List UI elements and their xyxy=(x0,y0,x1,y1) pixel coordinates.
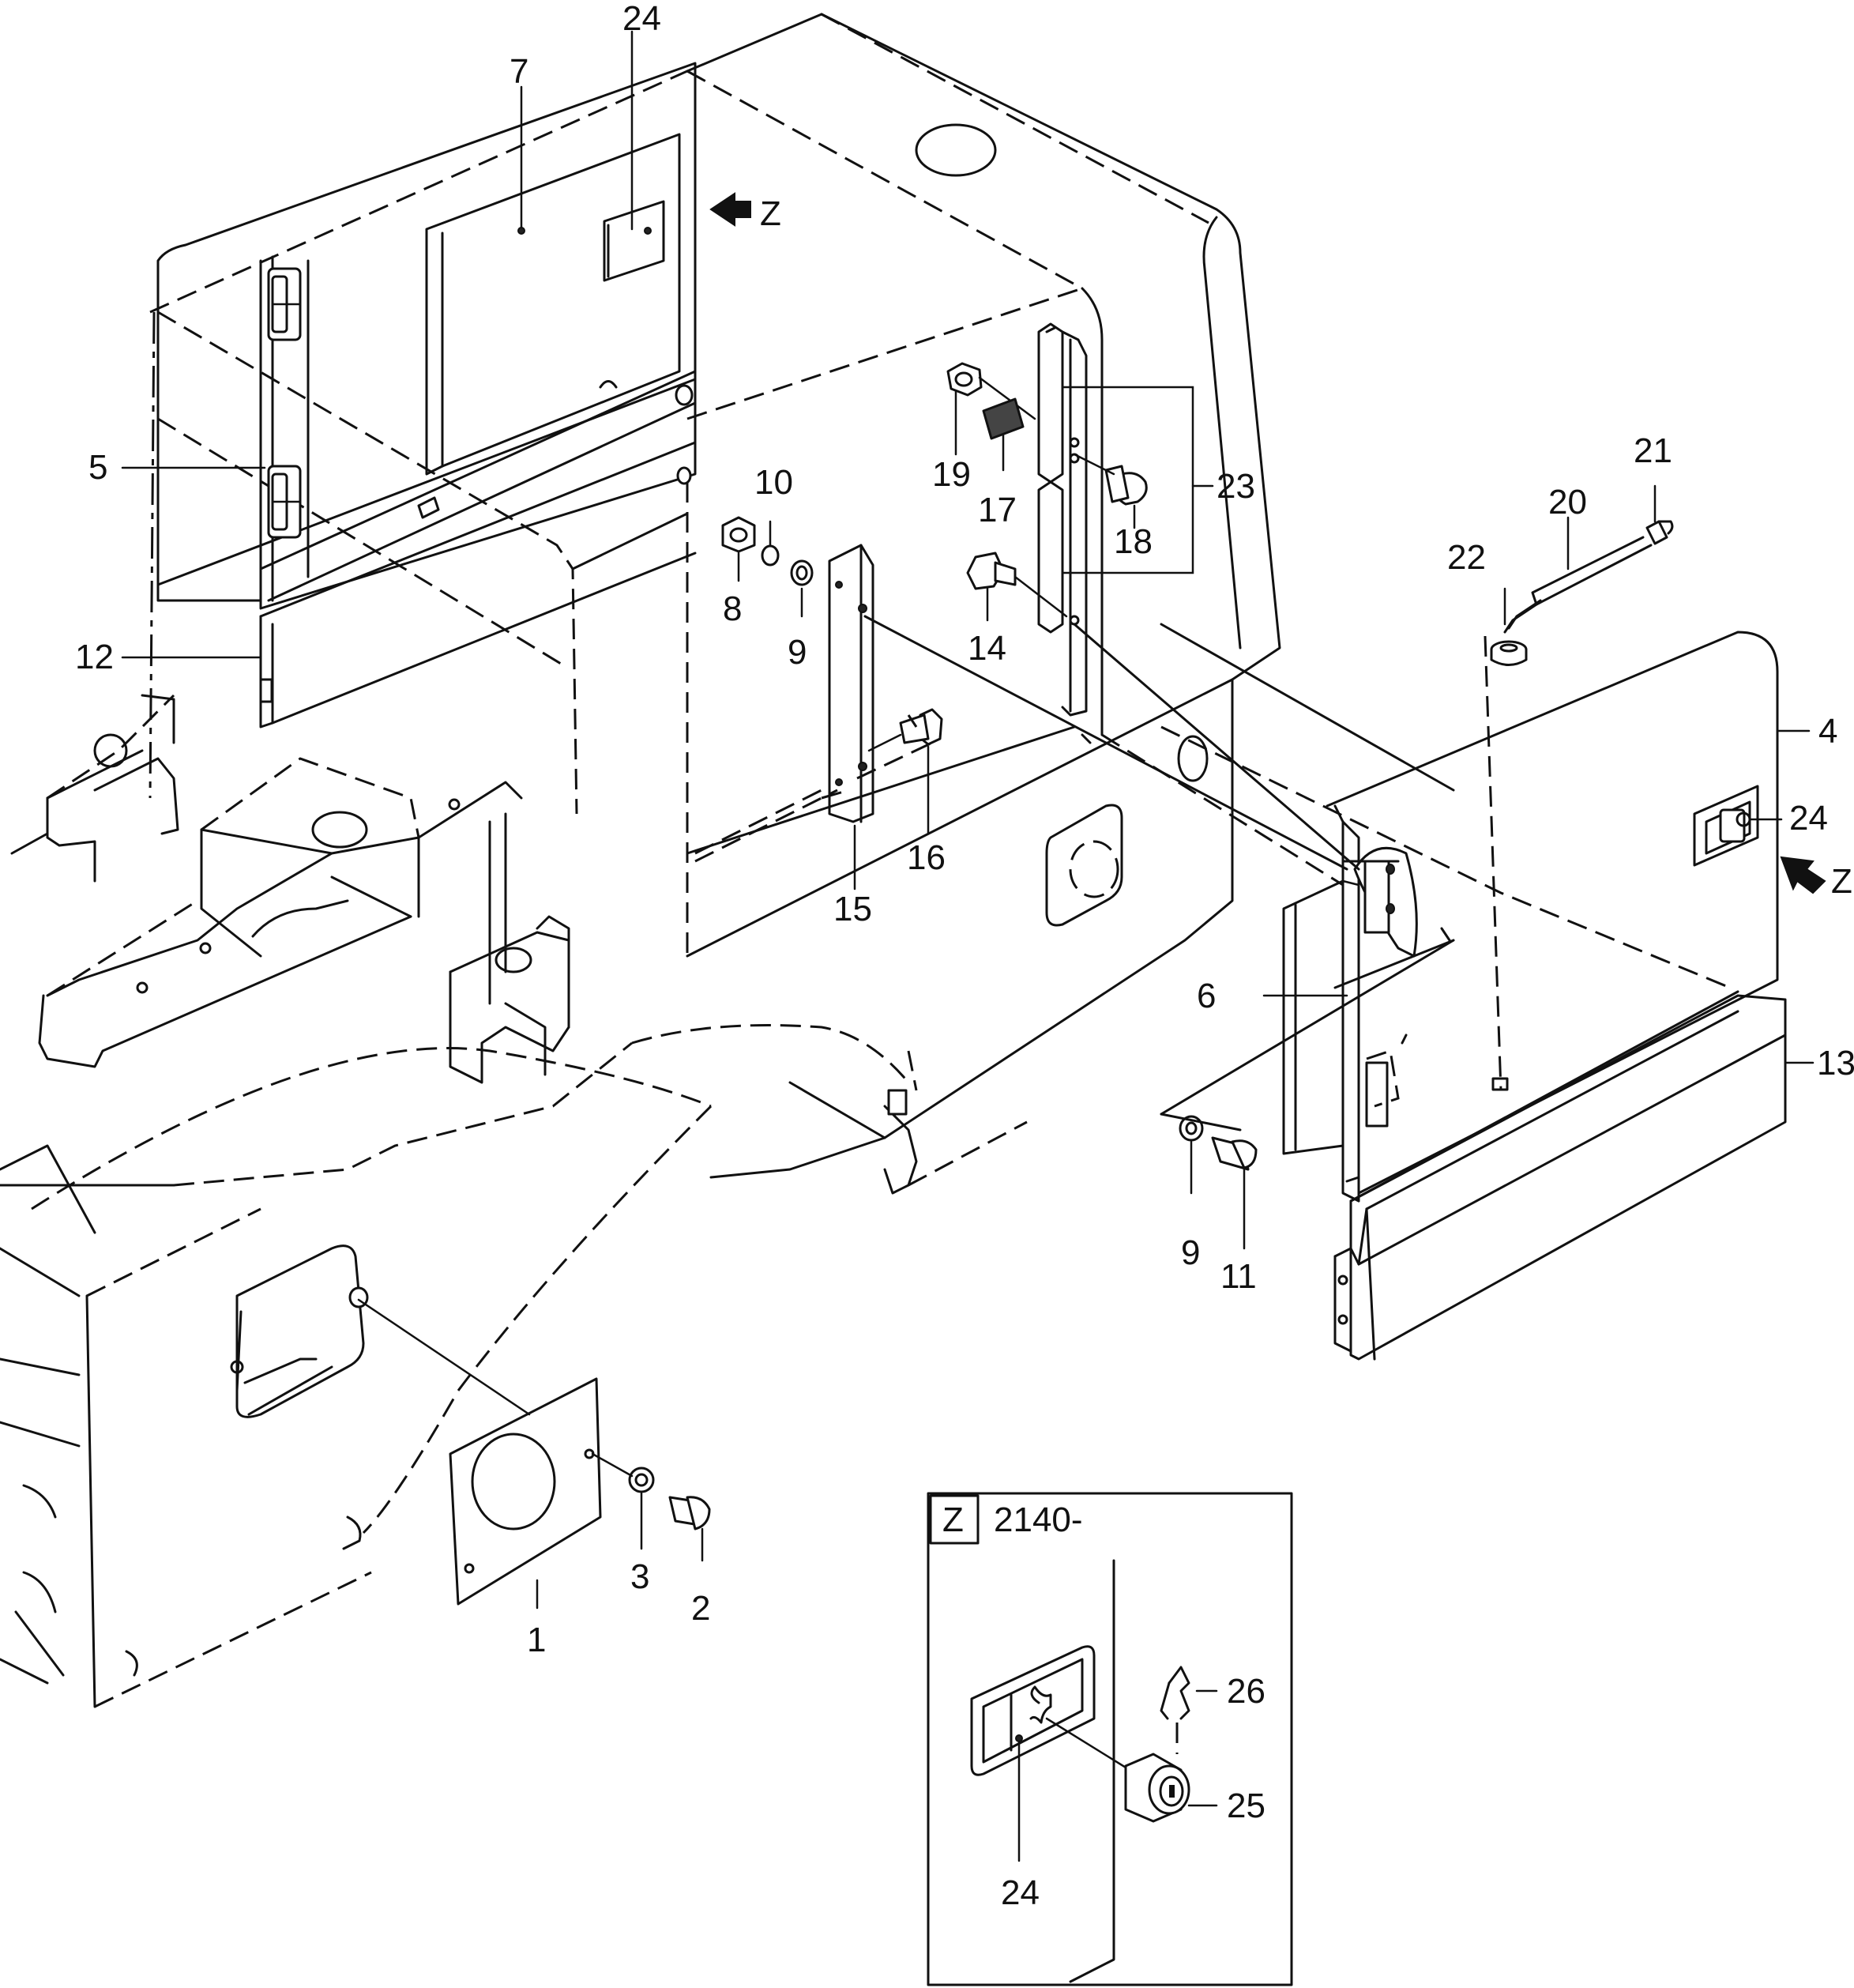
spring-clip xyxy=(1160,1666,1190,1754)
nut-19 xyxy=(946,362,1036,420)
callout-labels: 24 7 Z 5 12 10 8 9 19 17 18 23 14 16 15 … xyxy=(75,0,1854,1912)
side-door-panel xyxy=(1326,631,1779,1203)
callout-24-right: 24 xyxy=(1789,799,1828,838)
callout-18: 18 xyxy=(1114,522,1153,561)
bottom-beam xyxy=(1333,990,1787,1361)
hinge-bar xyxy=(694,544,874,863)
callout-4: 4 xyxy=(1818,712,1837,751)
callout-23: 23 xyxy=(1217,467,1255,506)
callout-6: 6 xyxy=(1197,977,1216,1015)
frame-housing xyxy=(149,13,1281,1179)
callout-5: 5 xyxy=(88,448,107,487)
callout-1: 1 xyxy=(527,1621,546,1659)
shim-plate-17 xyxy=(982,397,1025,440)
assembly-lines xyxy=(694,615,1731,1131)
rod-20 xyxy=(1503,536,1653,634)
bolt-18 xyxy=(1073,453,1148,506)
callout-22: 22 xyxy=(1447,538,1486,577)
callout-9-left: 9 xyxy=(788,633,807,672)
hinge-assembly xyxy=(1037,322,1088,717)
callout-7: 7 xyxy=(510,52,528,91)
grommet-22 xyxy=(1490,640,1528,666)
callout-9-right: 9 xyxy=(1181,1233,1200,1272)
callout-12: 12 xyxy=(75,638,114,676)
lock-cylinder xyxy=(1124,1753,1190,1823)
view-arrow-z2 xyxy=(1780,856,1826,894)
callout-20: 20 xyxy=(1548,483,1587,521)
lower-frame xyxy=(0,694,1028,1708)
bolt-14 xyxy=(966,552,1068,618)
bolt-16 xyxy=(867,708,943,752)
lock-washer-10 xyxy=(761,544,780,567)
callout-24-detail: 24 xyxy=(1001,1873,1040,1912)
seal-strip xyxy=(1282,879,1360,1155)
view-label-z2: Z xyxy=(1831,862,1852,901)
callout-24-top: 24 xyxy=(622,0,661,38)
clip-21 xyxy=(1645,520,1674,545)
view-label-z1: Z xyxy=(760,194,781,233)
callout-2: 2 xyxy=(691,1589,710,1628)
door-panel xyxy=(156,62,697,729)
callout-13: 13 xyxy=(1817,1044,1854,1082)
bolt-11 xyxy=(1211,1136,1258,1171)
detail-box-serial: 2140- xyxy=(994,1500,1083,1539)
detail-box-tag: Z xyxy=(942,1500,964,1539)
callout-19: 19 xyxy=(932,455,971,494)
callout-14: 14 xyxy=(968,629,1006,668)
callout-26: 26 xyxy=(1227,1672,1265,1711)
callout-11: 11 xyxy=(1220,1257,1257,1296)
hinge-upper xyxy=(267,267,302,341)
callout-16: 16 xyxy=(907,838,946,877)
callout-17: 17 xyxy=(978,491,1017,529)
callout-3: 3 xyxy=(630,1557,649,1596)
callout-15: 15 xyxy=(833,890,872,928)
callout-8: 8 xyxy=(723,589,742,628)
callout-25: 25 xyxy=(1227,1787,1265,1825)
hinge-lower xyxy=(267,465,302,539)
callout-21: 21 xyxy=(1634,431,1672,470)
leader-lines xyxy=(121,30,1815,1610)
washer-9b xyxy=(1179,1115,1204,1142)
view-arrow-z1 xyxy=(709,192,751,227)
callout-10: 10 xyxy=(754,463,793,502)
washer-9a xyxy=(790,559,814,586)
detail-box xyxy=(927,1492,1293,1986)
nut-8 xyxy=(721,516,756,553)
cover-plate xyxy=(357,1298,602,1606)
bolt-2 xyxy=(668,1496,711,1531)
washer-3 xyxy=(591,1452,655,1493)
